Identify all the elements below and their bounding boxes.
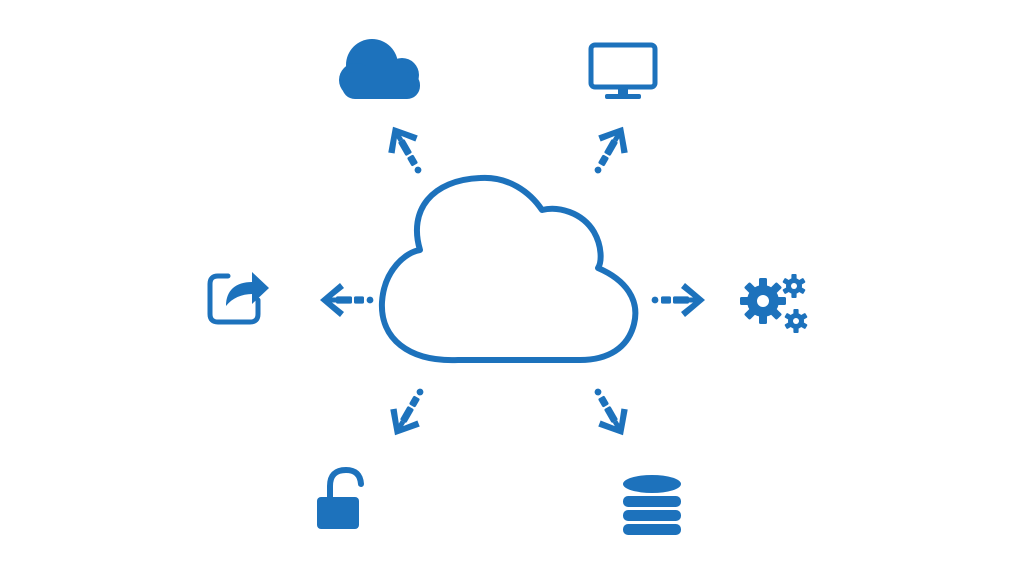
database-icon [623,475,681,535]
cloud-outline-icon [378,174,639,364]
arrow-to-bottom-right [581,380,638,444]
unlocked-padlock-icon [317,466,364,529]
arrow-to-top-right [581,118,638,182]
share-icon [207,272,269,325]
arrow-to-top-left [378,118,435,182]
gears-icon [740,274,808,333]
arrow-to-left [320,283,374,317]
arrow-to-right [651,283,705,317]
monitor-icon [588,42,658,99]
arrow-to-bottom-left [380,380,437,444]
cloud-icon [339,39,420,99]
